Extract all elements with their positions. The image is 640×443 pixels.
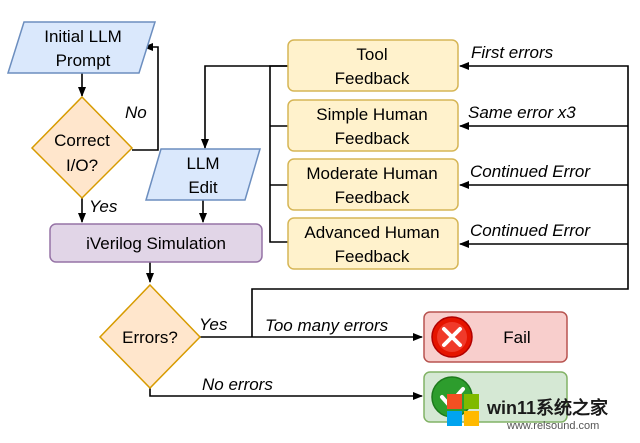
simple-feedback-line1: Simple Human <box>316 105 428 124</box>
tool-feedback-line1: Tool <box>356 45 387 64</box>
simple-feedback-node: Simple Human Feedback <box>287 99 459 152</box>
llm-edit-node: LLM Edit <box>144 148 262 201</box>
correct-io-line2: I/O? <box>66 156 98 175</box>
fail-label: Fail <box>503 328 530 347</box>
edge-errors-no-success <box>149 385 423 400</box>
edge-label-yes-correct: Yes <box>89 197 118 216</box>
llm-edit-line1: LLM <box>186 154 219 173</box>
fail-node: Fail <box>423 311 568 363</box>
edge-feedback-bus <box>201 65 288 149</box>
tool-feedback-line2: Feedback <box>335 69 410 88</box>
edge-label-no: No <box>125 103 147 122</box>
simulation-label: iVerilog Simulation <box>86 234 226 253</box>
connectors <box>78 43 629 400</box>
simple-feedback-line2: Feedback <box>335 129 410 148</box>
errors-label: Errors? <box>122 328 178 347</box>
correct-io-line1: Correct <box>54 131 110 150</box>
watermark-title: win11系统之家 <box>487 398 609 418</box>
edge-labels: No Yes Yes First errors Same error x3 Co… <box>89 43 591 394</box>
watermark-url: www.relsound.com <box>507 420 600 432</box>
edge-label-continued-1: Continued Error <box>470 162 591 181</box>
success-node <box>423 371 568 423</box>
edge-label-too-many: Too many errors <box>265 316 389 335</box>
initial-prompt-line2: Prompt <box>56 51 111 70</box>
x-circle-icon <box>431 316 473 358</box>
edge-label-continued-2: Continued Error <box>470 221 591 240</box>
edge-label-yes-errors: Yes <box>199 315 228 334</box>
moderate-feedback-line2: Feedback <box>335 188 410 207</box>
moderate-feedback-node: Moderate Human Feedback <box>287 158 459 211</box>
watermark: win11系统之家 www.relsound.com <box>437 392 637 440</box>
errors-decision: Errors? <box>98 283 202 390</box>
edge-correct-no-loop <box>132 43 159 151</box>
moderate-feedback-line1: Moderate Human <box>306 164 437 183</box>
correct-io-decision: Correct I/O? <box>30 95 134 200</box>
llm-edit-line2: Edit <box>188 178 218 197</box>
advanced-feedback-line2: Feedback <box>335 247 410 266</box>
edge-label-same-error: Same error x3 <box>468 103 576 122</box>
windows-logo-icon <box>447 394 481 428</box>
advanced-feedback-line1: Advanced Human <box>304 223 439 242</box>
tool-feedback-node: Tool Feedback <box>287 39 459 92</box>
initial-prompt-line1: Initial LLM <box>44 27 121 46</box>
edge-label-first-errors: First errors <box>471 43 554 62</box>
edge-label-no-errors: No errors <box>202 375 273 394</box>
simulation-node: iVerilog Simulation <box>49 223 263 263</box>
initial-prompt-node: Initial LLM Prompt <box>6 21 157 74</box>
advanced-feedback-node: Advanced Human Feedback <box>287 217 459 270</box>
